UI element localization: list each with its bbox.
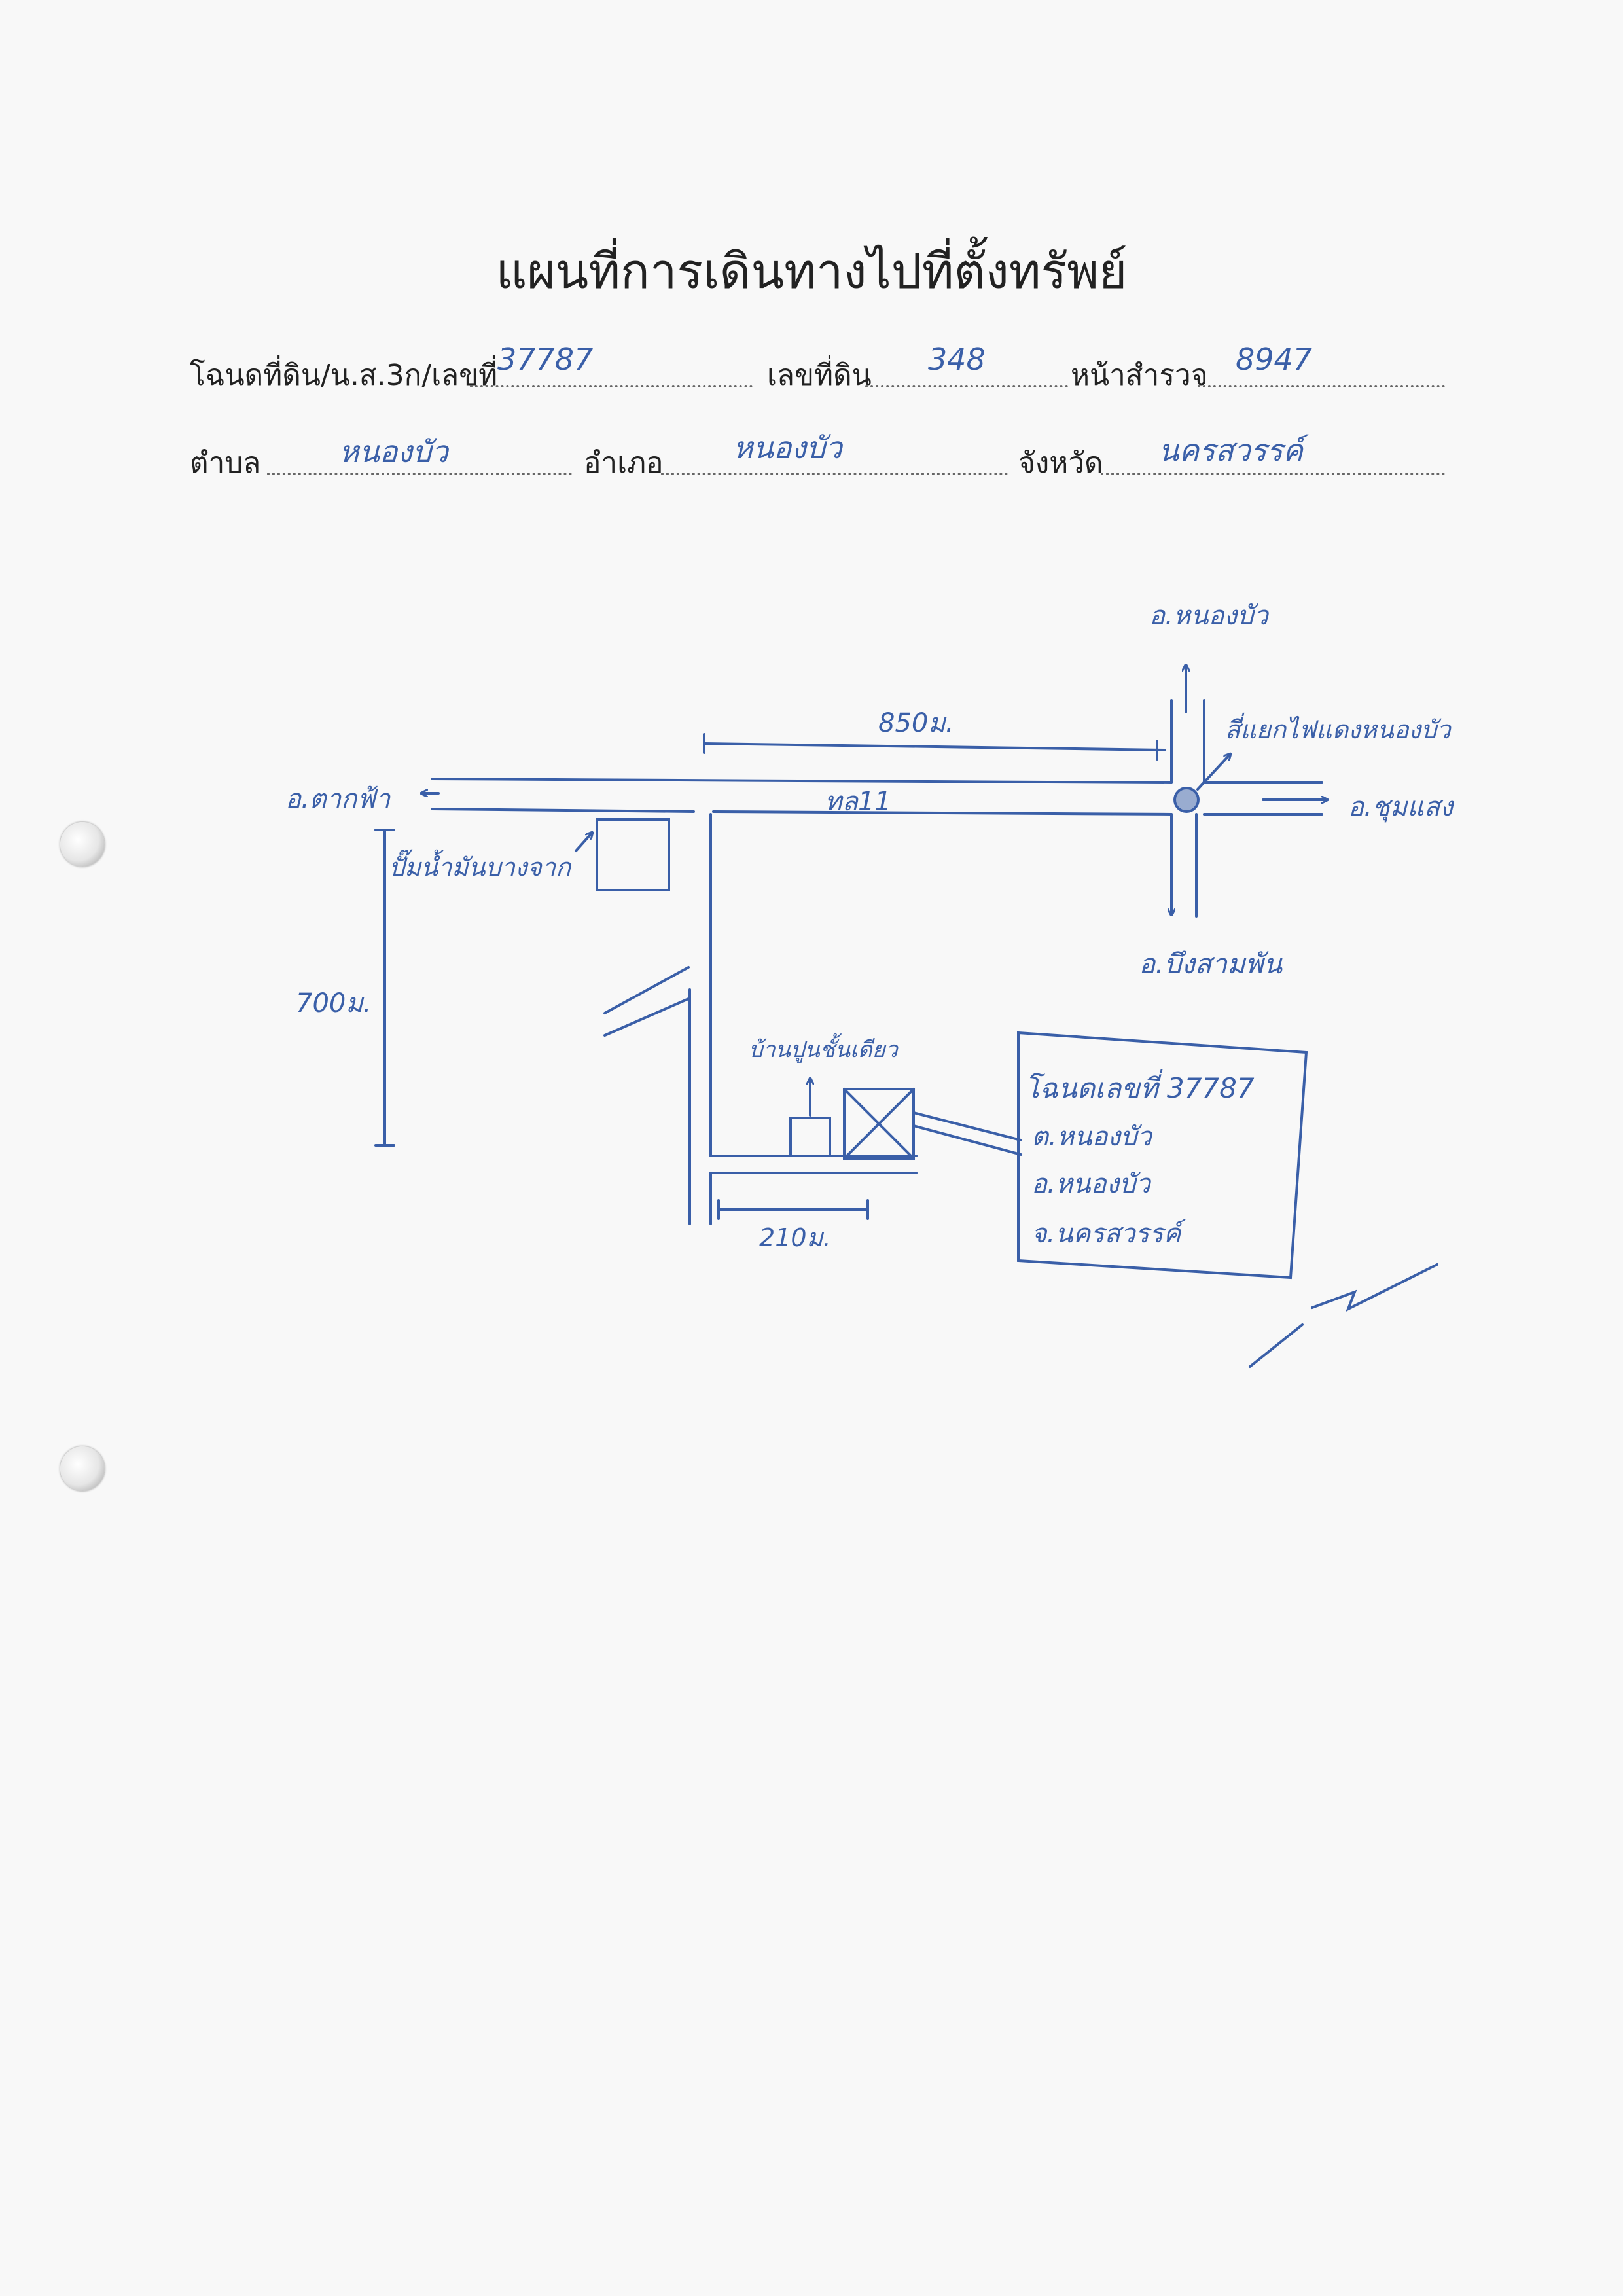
east-destination-label: อ.ชุมแสง — [1348, 792, 1453, 822]
callout-line-a — [912, 1111, 1022, 1141]
survey-underline — [1198, 385, 1445, 387]
punch-hole — [60, 822, 105, 867]
callout-district: อ.หนองบัว — [1031, 1169, 1150, 1199]
signature-mark — [1249, 1263, 1438, 1368]
land-number: 348 — [928, 342, 986, 377]
province-value: นครสวรรค์ — [1158, 433, 1304, 468]
west-destination-label: อ.ตากฟ้า — [285, 784, 391, 814]
road-label: ทล11 — [825, 787, 891, 817]
distance-210-label: 210ม. — [759, 1223, 831, 1252]
branch-road-bottom — [603, 997, 690, 1037]
province-label: จังหวัด — [1018, 446, 1103, 480]
house-box — [789, 1117, 831, 1157]
deed-underline — [470, 385, 753, 387]
deed-label: โฉนดที่ดิน/น.ส.3ก/เลขที่ — [190, 359, 498, 392]
land-no-underline — [865, 385, 1068, 387]
district-label: อำเภอ — [584, 446, 664, 480]
gas-station-pointer — [575, 833, 592, 852]
intersection-marker — [1173, 787, 1200, 813]
gas-station-box — [596, 818, 670, 891]
main-road-bottom-edge-west — [431, 808, 695, 813]
plot-cross-b — [843, 1088, 915, 1160]
page-title: แผนที่การเดินทางไปที่ตั้งทรัพย์ — [495, 243, 1128, 300]
survey-label: หน้าสำรวจ — [1071, 359, 1208, 392]
survey-number: 8947 — [1236, 342, 1313, 377]
callout-province: จ.นครสวรรค์ — [1031, 1219, 1181, 1249]
district-value: หนองบัว — [733, 430, 842, 465]
callout-subdistrict: ต.หนองบัว — [1031, 1122, 1152, 1152]
property-callout-box — [1017, 1031, 1308, 1280]
subdistrict-underline — [267, 473, 572, 475]
property-plot-box — [843, 1088, 915, 1160]
gas-station-label: ปั๊มน้ำมันบางจาก — [389, 853, 571, 882]
callout-deed-number: โฉนดเลขที่ 37787 — [1025, 1072, 1255, 1104]
intersection-label: สี่แยกไฟแดงหนองบัว — [1225, 715, 1451, 744]
province-underline — [1101, 473, 1445, 475]
distance-700-label: 700ม. — [296, 988, 372, 1018]
south-destination-label: อ.บึงสามพัน — [1139, 948, 1283, 980]
deed-number: 37787 — [497, 342, 594, 377]
main-road-top-edge — [431, 778, 1173, 784]
distance-850-label: 850ม. — [878, 708, 954, 738]
callout-line-b — [912, 1124, 1022, 1156]
district-underline — [661, 473, 1008, 475]
subdistrict-label: ตำบล — [190, 446, 261, 480]
main-road-bottom-edge-east — [712, 810, 1173, 816]
branch-road-top — [603, 966, 690, 1014]
intersection-pointer — [1196, 754, 1230, 791]
house-label: บ้านปูนชั้นเดียว — [749, 1037, 898, 1063]
punch-hole — [60, 1446, 105, 1491]
subdistrict-value: หนองบัว — [339, 434, 448, 469]
dim-850-line — [703, 742, 1166, 751]
land-no-label: เลขที่ดิน — [767, 359, 872, 392]
north-destination-label: อ.หนองบัว — [1149, 601, 1268, 631]
